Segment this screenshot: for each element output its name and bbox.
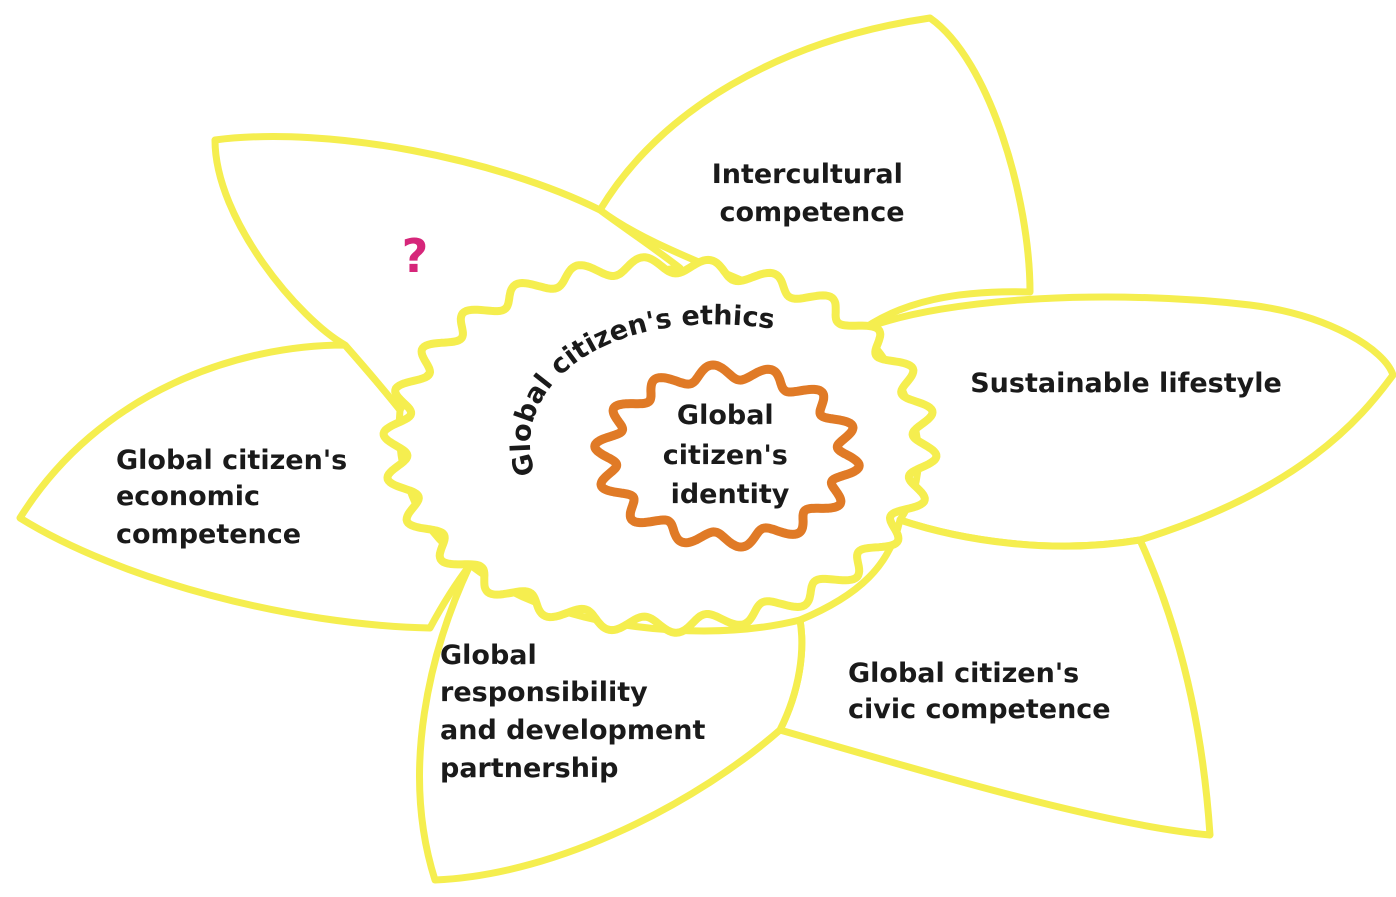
core-label-identity: Global citizen's identity xyxy=(663,400,797,510)
petal-right xyxy=(856,293,1396,550)
petal-label-responsibility: Global responsibility and development pa… xyxy=(440,640,715,784)
core-ring xyxy=(590,360,864,552)
question-mark: ? xyxy=(402,229,429,283)
petal-label-intercultural: Intercultural competence xyxy=(712,159,913,228)
petal-label-sustainable: Sustainable lifestyle xyxy=(970,368,1282,399)
petal-label-civic: Global citizen's civic competence xyxy=(848,658,1111,725)
petal-label-economic: Global citizen's economic competence xyxy=(116,445,357,550)
